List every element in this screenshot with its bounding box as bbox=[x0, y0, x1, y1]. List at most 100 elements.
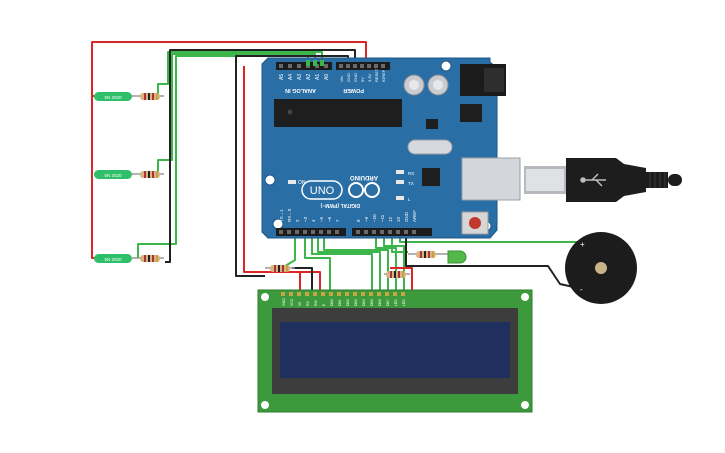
wires bbox=[91, 41, 579, 292]
wire-red-lcd-led bbox=[390, 267, 413, 292]
analog-header bbox=[276, 62, 332, 70]
pin-label: 7 bbox=[335, 219, 340, 222]
buzzer-minus-label: - bbox=[580, 285, 583, 294]
pin-label: A1 bbox=[315, 74, 321, 80]
wire-green-led bbox=[391, 232, 408, 253]
wire-black-buzzer bbox=[405, 232, 579, 289]
pin-label: VCC bbox=[290, 298, 294, 306]
pin-label: A0 bbox=[324, 74, 330, 80]
power-pin-labels: Vin GND GND 5V 3.3V RESET IOREF bbox=[339, 68, 386, 82]
pin-label: 3.3V bbox=[367, 73, 372, 82]
model-label: UNO bbox=[310, 185, 335, 197]
pin-label: RX←0 bbox=[287, 208, 292, 222]
pin-label: DB4 bbox=[362, 299, 366, 306]
pin-label: ~11 bbox=[380, 214, 385, 222]
wire-green-d-lcd4 bbox=[317, 232, 381, 292]
pin-label: DB7 bbox=[386, 299, 390, 306]
digital-pin-labels: TX→1 RX←0 2 ~3 4 ~5 ~6 7 8 ~9 ~10 ~11 12… bbox=[279, 208, 417, 222]
tx-label: TX bbox=[408, 181, 414, 186]
brand-label: ARDUINO bbox=[350, 174, 378, 180]
led[interactable] bbox=[408, 250, 467, 264]
wire-black-lcd bbox=[292, 267, 313, 292]
pin-label: 13 bbox=[396, 216, 401, 222]
pin-label: 5V bbox=[360, 77, 365, 82]
buzzer-plus-label: + bbox=[580, 240, 585, 249]
lcd-display[interactable]: GND VCC V0 RS RW E DB0 DB1 DB2 DB3 DB4 D… bbox=[257, 289, 533, 413]
wire-red-lcd bbox=[243, 66, 301, 292]
pin-label: ~9 bbox=[364, 216, 369, 222]
wire-black-gnd bbox=[165, 49, 356, 263]
resistor bbox=[140, 171, 160, 178]
pin-label: DB3 bbox=[354, 299, 358, 306]
pin-label: DB6 bbox=[378, 299, 382, 306]
l-label: L bbox=[408, 197, 411, 202]
sensor-group: 5N 2020 5N 2020 5N 202 bbox=[94, 92, 164, 263]
pin-label: IOREF bbox=[381, 69, 386, 82]
wire-green-d-lcd5 bbox=[323, 232, 389, 292]
pin-label: 2 bbox=[295, 219, 300, 222]
buzzer[interactable]: + - bbox=[565, 232, 637, 304]
crystal bbox=[407, 139, 453, 155]
rx-label: RX bbox=[408, 171, 414, 176]
wire-green-d-lcd2 bbox=[304, 232, 331, 292]
pin-label: 8 bbox=[356, 219, 361, 222]
wire-green-a0 bbox=[157, 51, 323, 96]
sensor-1[interactable]: 5N 2020 bbox=[94, 92, 164, 101]
analog-pin-labels: A5 A4 A3 A2 A1 A0 bbox=[279, 74, 330, 80]
uno-logo: UNO ARDUINO bbox=[301, 174, 380, 200]
usb-icon bbox=[580, 173, 606, 187]
lcd-pins bbox=[281, 292, 405, 296]
resistor bbox=[140, 93, 160, 100]
digital-label: DIGITAL (PWM~) bbox=[320, 202, 360, 208]
pin-label: DB2 bbox=[346, 299, 350, 306]
lcd-screen bbox=[280, 322, 510, 378]
pin-label: A5 bbox=[279, 74, 285, 80]
on-label: ON bbox=[298, 180, 306, 186]
wire-green-d-lcd3 bbox=[311, 232, 373, 292]
pin-label: ~3 bbox=[303, 216, 308, 222]
wire-green-d-lcd6 bbox=[375, 232, 397, 292]
usb-port bbox=[461, 157, 521, 201]
pin-label: V0 bbox=[298, 302, 302, 306]
lcd-resistors bbox=[265, 265, 410, 278]
pin-label: LED bbox=[402, 299, 406, 306]
lcd-pin-labels: GND VCC V0 RS RW E DB0 DB1 DB2 DB3 DB4 D… bbox=[282, 298, 406, 306]
sensor-2[interactable]: 5N 2020 bbox=[94, 170, 164, 179]
microcontroller-chip bbox=[274, 99, 402, 127]
pin-label: GND bbox=[346, 73, 351, 82]
pin-label: ~10 bbox=[372, 214, 377, 222]
pin-label: DB0 bbox=[330, 299, 334, 306]
pin-label: Vin bbox=[339, 76, 344, 82]
pin-label: RW bbox=[314, 300, 318, 306]
pin-label: A3 bbox=[297, 74, 303, 80]
resistor bbox=[140, 255, 160, 262]
pin-label: RS bbox=[306, 300, 310, 306]
resistor bbox=[416, 251, 436, 258]
pin-label: A4 bbox=[288, 74, 294, 80]
sensor-label: 5N 2020 bbox=[104, 173, 122, 178]
pin-label: 12 bbox=[388, 216, 393, 222]
power-label: POWER bbox=[343, 87, 364, 93]
pin-label: RESET bbox=[374, 68, 379, 82]
pin-label: 4 bbox=[311, 219, 316, 222]
pin-label: GND bbox=[282, 298, 286, 306]
pin-label: DB1 bbox=[338, 299, 342, 306]
pin-label: AREF bbox=[412, 210, 417, 222]
sensor-label: 5N 2020 bbox=[104, 257, 122, 262]
pin-label: DB5 bbox=[370, 299, 374, 306]
pin-label: LED bbox=[394, 299, 398, 306]
analog-label: ANALOG IN bbox=[285, 87, 316, 93]
arduino-board[interactable]: A5 A4 A3 A2 A1 A0 Vin GND GND 5V 3.3V RE… bbox=[261, 57, 506, 239]
usb-cable[interactable] bbox=[461, 157, 682, 202]
reset-button[interactable] bbox=[461, 211, 489, 235]
pin-label: ~5 bbox=[319, 216, 324, 222]
pin-label: E bbox=[322, 303, 326, 306]
pin-label: GND bbox=[353, 73, 358, 82]
wire-red-lcd2 bbox=[300, 271, 321, 292]
pin-label: ~6 bbox=[327, 216, 332, 222]
pin-label: A2 bbox=[306, 74, 312, 80]
pin-label: TX→1 bbox=[279, 209, 284, 222]
sensor-3[interactable]: 5N 2020 bbox=[94, 254, 164, 263]
sensor-label: 5N 2020 bbox=[104, 95, 122, 100]
